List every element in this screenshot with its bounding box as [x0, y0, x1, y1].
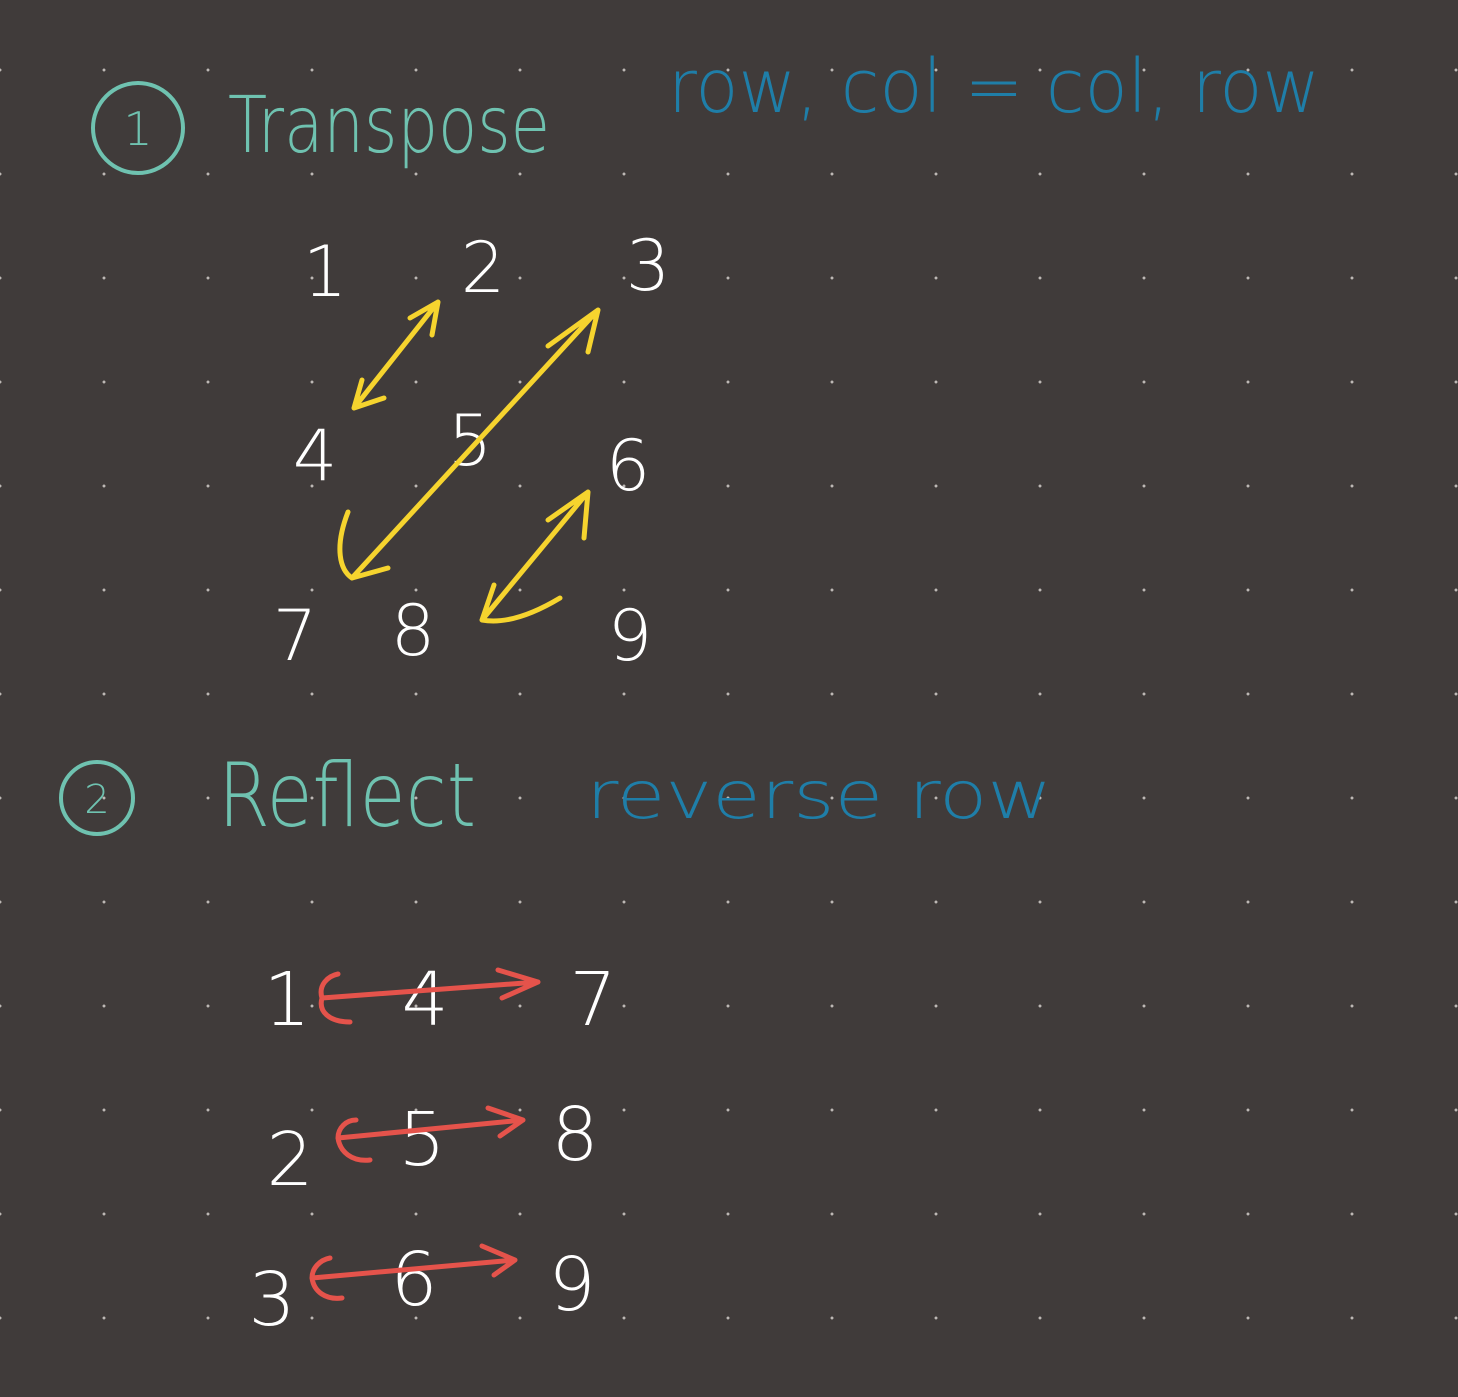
reflect-cell-8: 8	[551, 1092, 598, 1178]
reflect-cell-6: 6	[390, 1237, 437, 1323]
reflect-cell-1: 1	[263, 957, 310, 1043]
reflect-swap-arrows	[309, 967, 541, 1301]
step2-note: reverse row	[586, 757, 1052, 834]
swap-arrow-3-7	[337, 307, 601, 581]
reflect-cell-4: 4	[401, 957, 448, 1043]
swap-arrow-6-8	[479, 489, 591, 624]
step1-note: row, col = col, row	[668, 44, 1320, 130]
step1-heading: 1 Transpose	[91, 81, 550, 175]
transpose-cell-7: 7	[273, 595, 318, 677]
step1-number-circle	[91, 81, 185, 175]
reflect-cell-7: 7	[569, 957, 616, 1043]
transpose-cell-2: 2	[461, 227, 506, 309]
reflect-cell-5: 5	[398, 1097, 445, 1183]
reflect-arrow-row2	[335, 1105, 526, 1163]
step1-title: Transpose	[228, 81, 550, 171]
reflect-matrix: 1 4 7 2 5 8 3 6 9	[248, 957, 616, 1343]
reflect-cell-3: 3	[248, 1257, 295, 1343]
swap-arrow-2-4	[351, 299, 441, 411]
transpose-matrix: 1 2 3 4 5 6 7 8 9	[273, 225, 671, 677]
reflect-cell-2: 2	[266, 1117, 313, 1203]
transpose-cell-1: 1	[303, 231, 348, 313]
step2-heading: 2 Reflect	[59, 744, 476, 847]
transpose-cell-9: 9	[608, 595, 653, 677]
transpose-cell-4: 4	[293, 415, 338, 497]
step2-number: 2	[84, 777, 109, 823]
step2-title: Reflect	[218, 744, 476, 847]
step2-number-circle	[59, 760, 135, 836]
transpose-swap-arrows	[337, 299, 601, 624]
transpose-cell-6: 6	[606, 425, 651, 507]
reflect-cell-9: 9	[548, 1242, 595, 1328]
transpose-cell-3: 3	[626, 225, 671, 307]
step1-number: 1	[123, 102, 152, 156]
reflect-arrow-row1	[318, 967, 541, 1025]
transpose-cell-8: 8	[391, 590, 436, 672]
reflect-arrow-row3	[309, 1243, 518, 1301]
